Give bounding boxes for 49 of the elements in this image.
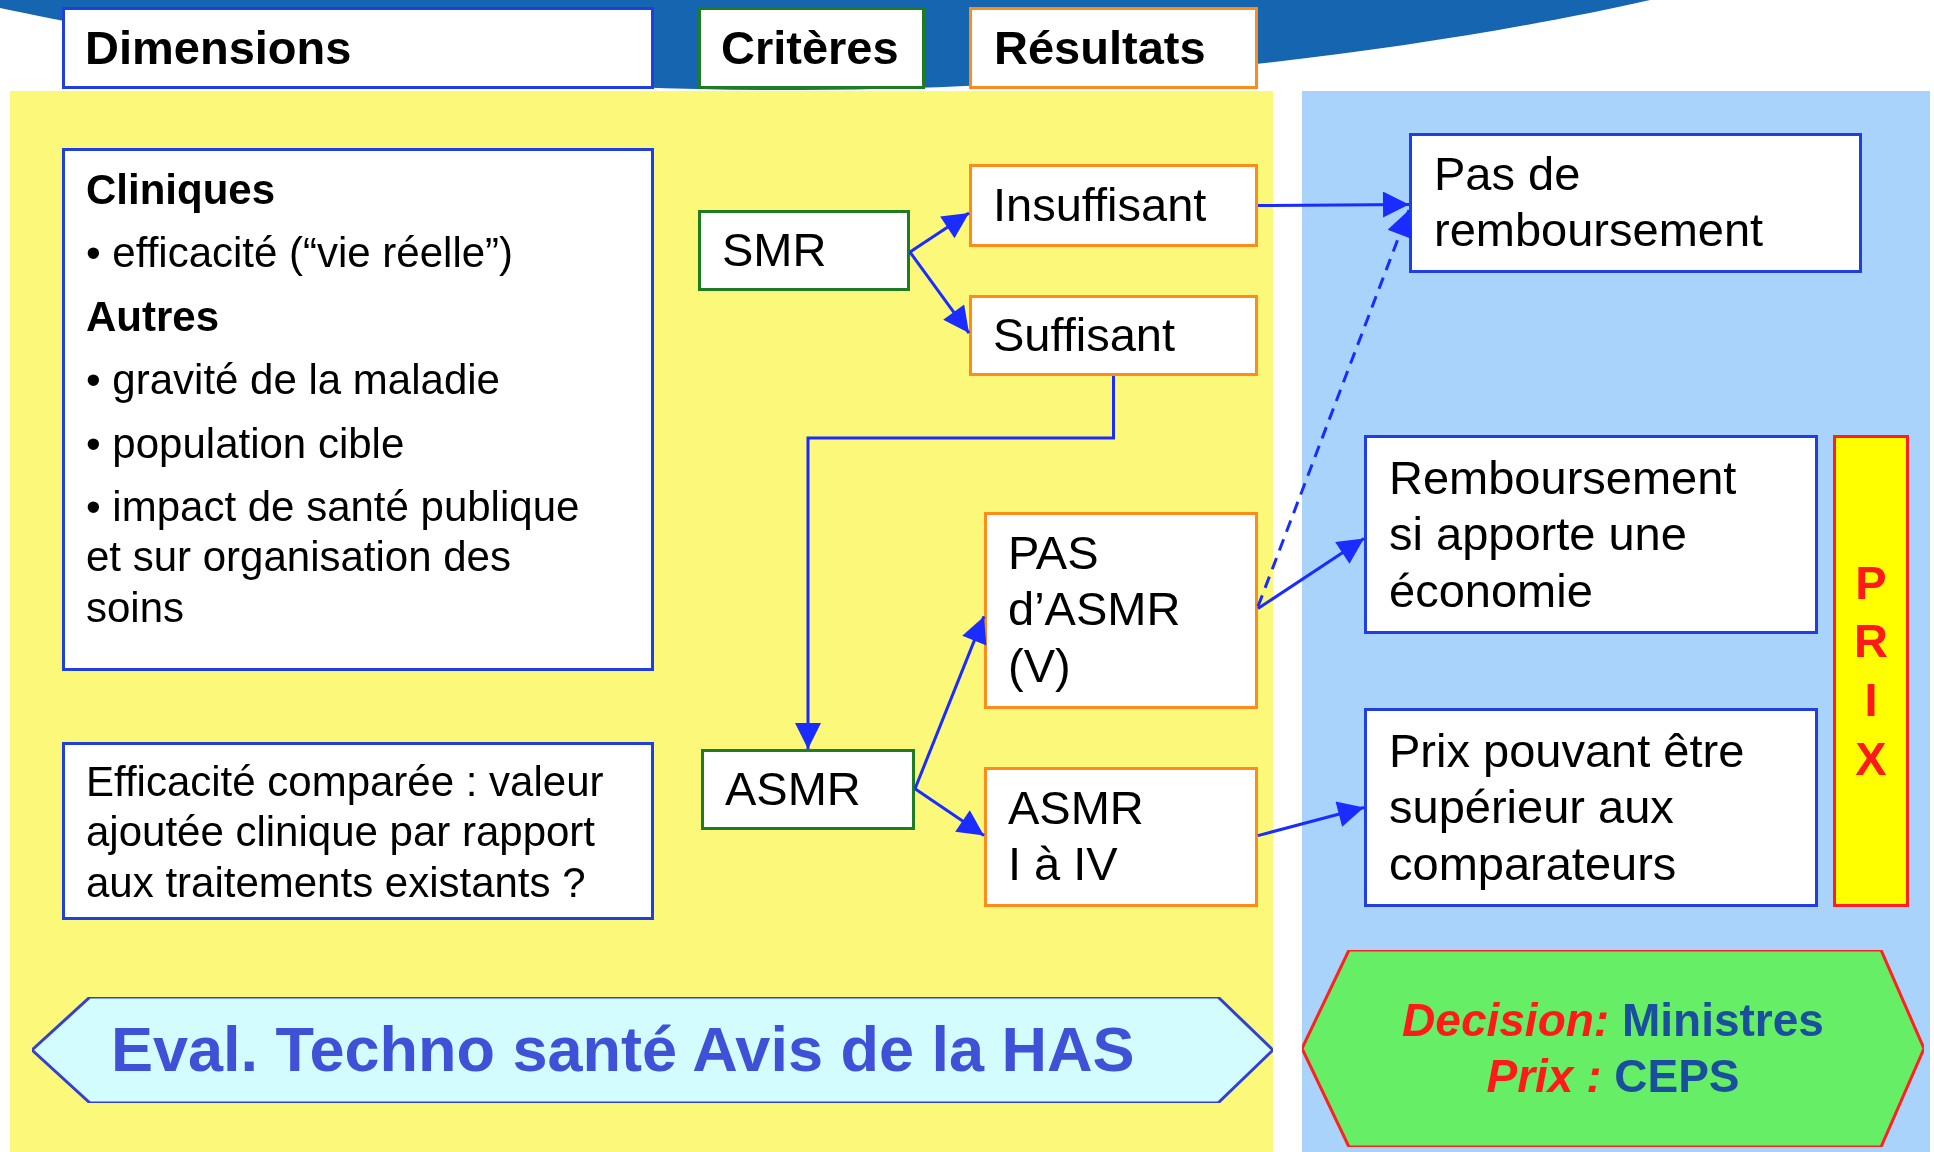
result-box — [969, 295, 1258, 376]
question-text: Efficacité comparée : valeur ajoutée clinique par rapport aux traitements existants ? — [86, 757, 605, 908]
arrow — [795, 376, 1115, 749]
dimension-text: • efficacité (“vie réelle”) — [86, 228, 515, 279]
dimension-text: • population cible — [86, 418, 406, 469]
criteria-box — [698, 210, 910, 291]
outcome-text: Pas de remboursement — [1434, 146, 1765, 259]
dimension-text: • gravité de la maladie — [86, 355, 501, 406]
header-label: Résultats — [994, 19, 1207, 76]
price-bar — [1833, 435, 1909, 907]
arrow — [909, 211, 970, 254]
arrow — [1257, 537, 1365, 610]
dimension-text: Cliniques — [86, 165, 277, 215]
outcome-box — [1364, 708, 1818, 907]
outcome-text: Remboursement si apporte une économie — [1389, 450, 1738, 619]
arrow — [1256, 209, 1412, 608]
result-label: PAS d’ASMR (V) — [1008, 525, 1182, 694]
header-label: Critères — [721, 19, 900, 76]
outcome-box — [1364, 435, 1818, 634]
question-box — [62, 742, 654, 920]
arrow — [913, 615, 987, 790]
criteria-label: SMR — [722, 222, 828, 279]
dimension-box — [62, 148, 654, 671]
header-label: Dimensions — [85, 19, 353, 76]
outcome-text: Prix pouvant être supérieur aux comparateurs — [1389, 723, 1746, 892]
header-box — [969, 7, 1258, 89]
header-box — [698, 7, 925, 89]
title-banner — [32, 997, 1273, 1103]
outcome-box — [1409, 133, 1862, 273]
result-box — [984, 767, 1258, 907]
arrow — [914, 787, 985, 837]
result-label: Suffisant — [993, 307, 1177, 364]
banner-title: Eval. Techno santé Avis de la HAS — [111, 1013, 1136, 1087]
arrow — [908, 251, 971, 334]
decision-hexagon — [1302, 950, 1924, 1147]
decision-text: Prix : CEPS — [1486, 1048, 1740, 1104]
criteria-label: ASMR — [725, 761, 862, 818]
result-label: ASMR I à IV — [1008, 780, 1145, 893]
result-box — [984, 512, 1258, 709]
criteria-box — [701, 749, 915, 830]
decision-text: Decision: Ministres — [1402, 993, 1824, 1049]
arrow — [1258, 191, 1409, 218]
dimension-text: • impact de santé publique et sur organisation des soins — [86, 481, 581, 633]
header-box — [62, 7, 654, 89]
result-box — [969, 164, 1258, 247]
dimension-text: Autres — [86, 291, 221, 342]
vertical-label: PRIX — [1853, 554, 1889, 787]
result-label: Insuffisant — [993, 177, 1208, 234]
arrow — [1257, 801, 1365, 838]
